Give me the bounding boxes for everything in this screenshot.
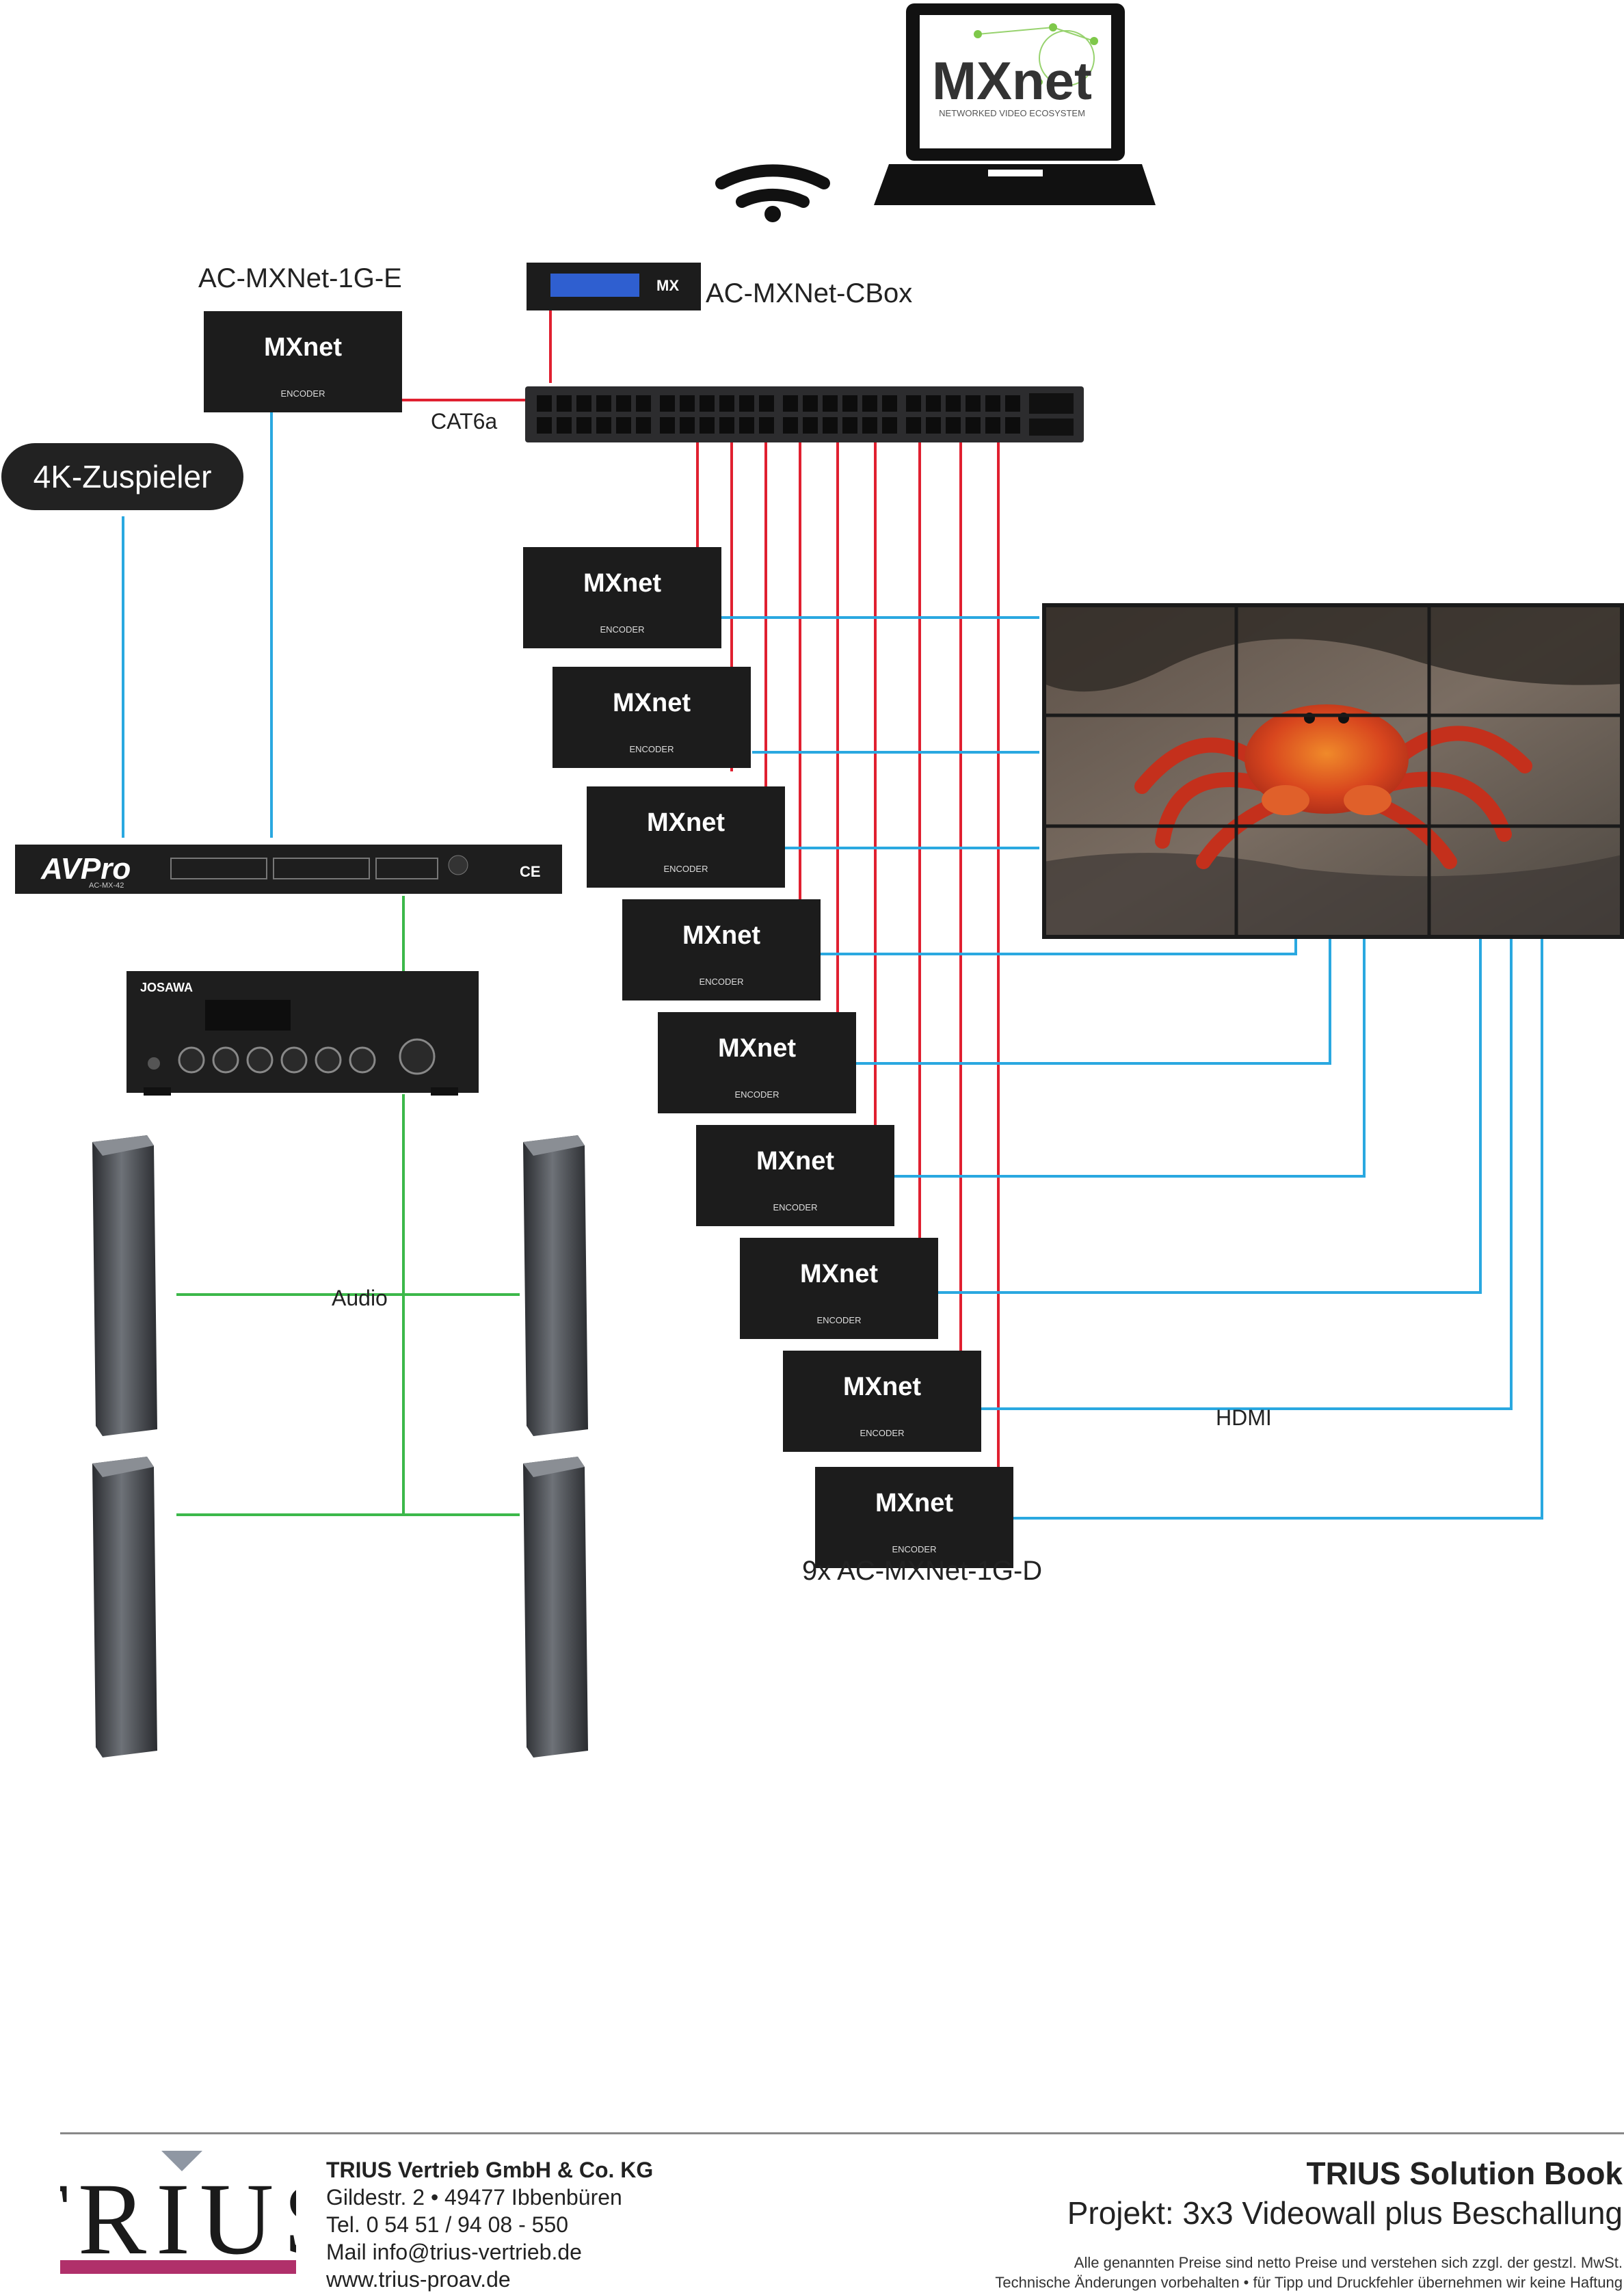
speaker-top-left [92,1135,157,1436]
company-phone: Tel. 0 54 51 / 94 08 - 550 [326,2212,569,2237]
svg-text:MXnet: MXnet [718,1034,796,1063]
matrix-brand: AVPro [40,852,131,886]
svg-text:MXnet: MXnet [843,1373,921,1401]
audio-label: Audio [332,1286,388,1310]
decoders-label: 9x AC-MXNet-1G-D [802,1556,1043,1586]
video-wall [1042,603,1624,939]
disclaimer-line-2: Technische Änderungen vorbehalten • für … [995,2274,1623,2291]
svg-text:ENCODER: ENCODER [860,1428,904,1438]
svg-text:ENCODER: ENCODER [629,744,674,754]
svg-text:ENCODER: ENCODER [734,1089,779,1100]
svg-text:MXnet: MXnet [613,689,691,717]
svg-text:ENCODER: ENCODER [773,1202,817,1212]
company-name: TRIUS Vertrieb GmbH & Co. KG [326,2158,654,2182]
svg-text:ENCODER: ENCODER [816,1315,861,1325]
source-label: 4K-Zuspieler [1,443,243,510]
svg-text:CE: CE [520,863,541,880]
speaker-bottom-right [523,1457,588,1758]
svg-text:ENCODER: ENCODER [280,388,325,399]
trius-logo: TRIUS [60,2151,296,2274]
book-title: TRIUS Solution Book [1306,2156,1623,2191]
amplifier-device: JOSAWA [127,971,479,1096]
svg-text:JOSAWA: JOSAWA [140,981,193,994]
company-web[interactable]: www.trius-proav.de [326,2267,511,2292]
svg-text:ENCODER: ENCODER [892,1544,936,1554]
svg-text:AC-MX-42: AC-MX-42 [89,882,124,890]
cbox-label: AC-MXNet-CBox [706,278,913,308]
cbox-device: MX [527,263,701,385]
speaker-bottom-left [92,1457,157,1758]
encoder-label: AC-MXNet-1G-E [198,263,402,293]
laptop-logo: MXnet [932,51,1092,111]
svg-text:MXnet: MXnet [756,1147,834,1176]
hdmi-cables [122,409,1543,1520]
company-mail[interactable]: Mail info@trius-vertrieb.de [326,2240,582,2264]
project-title: Projekt: 3x3 Videowall plus Beschallung [1067,2195,1623,2231]
svg-text:TRIUS: TRIUS [60,2162,296,2274]
laptop-tagline: NETWORKED VIDEO ECOSYSTEM [939,108,1085,118]
footer-rule [60,2132,1624,2134]
svg-text:MXnet: MXnet [875,1489,953,1517]
svg-text:MXnet: MXnet [647,808,725,837]
av-matrix-device: AVPro AC-MX-42 CE [15,845,562,894]
decoder-stack: MXnetENCODERMXnetENCODERMXnetENCODERMXne… [523,547,1013,1568]
disclaimer-line-1: Alle genannten Preise sind netto Preise … [1074,2254,1623,2271]
svg-text:ENCODER: ENCODER [600,624,644,635]
audio-cables [176,896,520,1516]
wifi-icon [715,164,830,222]
speaker-top-right [523,1135,588,1436]
cat6a-label: CAT6a [431,409,498,434]
network-cables [397,308,1000,1474]
svg-text:MX: MX [656,277,679,294]
hdmi-label: HDMI [1216,1405,1272,1430]
svg-text:MXnet: MXnet [264,333,342,362]
network-switch [525,386,1084,442]
company-info: TRIUS Vertrieb GmbH & Co. KG Gildestr. 2… [326,2156,653,2293]
svg-text:ENCODER: ENCODER [663,864,708,874]
svg-text:MXnet: MXnet [682,921,760,950]
svg-text:MXnet: MXnet [583,569,661,598]
company-address: Gildestr. 2 • 49477 Ibbenbüren [326,2185,622,2210]
encoder-device: MXnet ENCODER [204,311,402,412]
laptop-icon: MXnet NETWORKED VIDEO ECOSYSTEM [874,3,1156,205]
footer-right: TRIUS Solution Book Projekt: 3x3 Videowa… [995,2154,1623,2292]
svg-text:ENCODER: ENCODER [699,977,743,987]
svg-text:MXnet: MXnet [800,1260,878,1288]
